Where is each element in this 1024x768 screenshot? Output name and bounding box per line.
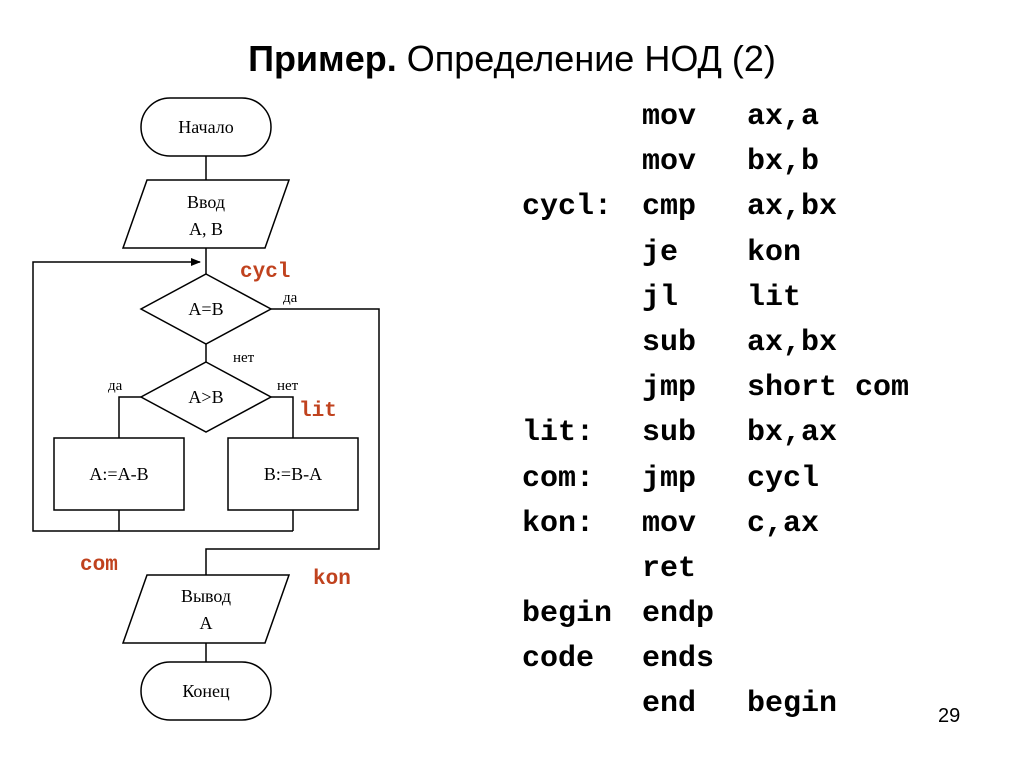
code-label: lit: bbox=[522, 416, 595, 451]
cond2-text: A>B bbox=[188, 387, 223, 407]
code-opcode: cmp bbox=[642, 190, 697, 225]
connector-cond2-no bbox=[271, 396, 294, 438]
cond1-text: A=B bbox=[188, 299, 223, 319]
cond1-no-label: нет bbox=[233, 350, 255, 366]
flowchart-texts: Начало Ввод A, B A=B A>B A:=A-B B:=B-A В… bbox=[89, 117, 322, 701]
code-operand: bx,ax bbox=[747, 416, 838, 451]
start-text: Начало bbox=[178, 117, 233, 137]
title-bold: Пример. bbox=[248, 38, 397, 79]
code-opcode: ret bbox=[642, 551, 697, 586]
output-text-line1: Вывод bbox=[181, 586, 231, 606]
output-block bbox=[121, 574, 291, 644]
branch-labels: да нет да нет bbox=[108, 290, 299, 394]
code-opcode: sub bbox=[642, 416, 697, 451]
code-opcode: mov bbox=[642, 100, 697, 134]
code-label: code bbox=[522, 642, 595, 677]
flowchart-connectors bbox=[32, 156, 380, 662]
proc-left-text: A:=A-B bbox=[89, 464, 148, 484]
output-text-line2: A bbox=[200, 613, 213, 633]
input-block bbox=[121, 179, 291, 249]
connector-cond2-yes bbox=[118, 396, 141, 438]
flowchart: Начало Ввод A, B A=B A>B A:=A-B B:=B-A В… bbox=[32, 97, 380, 721]
cond2-yes-label: да bbox=[108, 378, 123, 394]
code-opcode: jl bbox=[642, 280, 679, 315]
code-operand: cycl bbox=[747, 461, 820, 496]
input-text-line1: Ввод bbox=[187, 192, 225, 212]
code-operand: bx,b bbox=[747, 145, 820, 180]
title-rest: Определение НОД (2) bbox=[396, 38, 776, 79]
code-opcode: endp bbox=[642, 597, 715, 632]
code-opcode: sub bbox=[642, 325, 697, 360]
condition-greater-diamond bbox=[139, 361, 273, 433]
code-operand: ax,bx bbox=[747, 325, 838, 360]
code-operand: begin bbox=[747, 687, 838, 722]
loop-back-arrow bbox=[32, 258, 293, 532]
code-label: begin bbox=[522, 597, 613, 632]
proc-right-text: B:=B-A bbox=[264, 464, 322, 484]
code-opcode: mov bbox=[642, 506, 697, 541]
end-text: Конец bbox=[182, 681, 230, 701]
label-kon: kon bbox=[313, 568, 351, 591]
connector-cond1-yes-exit bbox=[205, 308, 380, 575]
code-operand: short com bbox=[747, 371, 910, 406]
label-lit: lit bbox=[299, 400, 337, 423]
slide-title: Пример. Определение НОД (2) bbox=[0, 38, 1024, 80]
code-operand: ax,bx bbox=[747, 190, 838, 225]
code-opcode: mov bbox=[642, 145, 697, 180]
code-operand: ax,a bbox=[747, 100, 820, 134]
code-opcode: ends bbox=[642, 642, 715, 677]
input-text-line2: A, B bbox=[189, 219, 223, 239]
label-com: com bbox=[80, 554, 118, 577]
code-operand: kon bbox=[747, 235, 802, 270]
code-operand: c,ax bbox=[747, 506, 820, 541]
label-cycl: cycl bbox=[240, 261, 290, 284]
code-label: kon: bbox=[522, 506, 595, 541]
code-opcode: jmp bbox=[642, 371, 697, 406]
code-label: com: bbox=[522, 461, 595, 496]
code-labels: cycl lit com kon bbox=[80, 261, 351, 591]
code-operand: lit bbox=[747, 280, 802, 315]
code-label: cycl: bbox=[522, 190, 613, 225]
cond1-yes-label: да bbox=[283, 290, 298, 306]
cond2-no-label: нет bbox=[277, 378, 299, 394]
code-opcode: end bbox=[642, 687, 697, 722]
code-opcode: jmp bbox=[642, 461, 697, 496]
page-number: 29 bbox=[938, 705, 961, 727]
code-opcode: je bbox=[642, 235, 679, 270]
